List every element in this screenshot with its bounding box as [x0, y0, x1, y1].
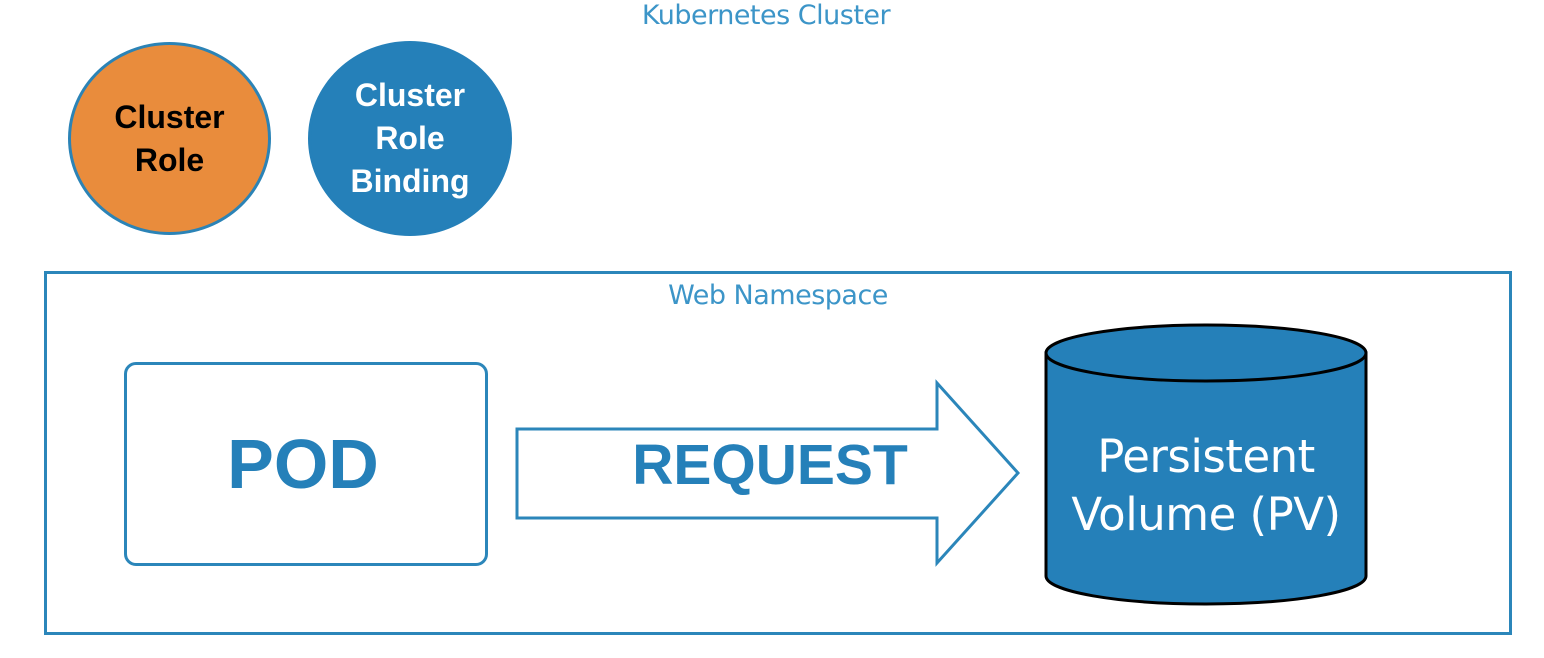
- pod-label: POD: [227, 425, 379, 503]
- request-label: REQUEST: [632, 433, 908, 497]
- persistent-volume-cylinder: [1044, 323, 1368, 606]
- cluster-title: Kubernetes Cluster: [641, 0, 891, 31]
- cluster-role-binding-label: Cluster Role Binding: [350, 77, 470, 199]
- namespace-title: Web Namespace: [668, 280, 888, 311]
- pod-node: POD: [124, 362, 488, 566]
- persistent-volume-label: Persistent Volume (PV): [1071, 430, 1341, 541]
- cluster-role-node: Cluster Role: [68, 42, 271, 235]
- request-arrow: [515, 379, 1021, 567]
- cluster-role-label: Cluster Role: [114, 98, 225, 178]
- web-namespace-container: [44, 271, 1512, 635]
- cluster-role-binding-node: Cluster Role Binding: [308, 41, 512, 236]
